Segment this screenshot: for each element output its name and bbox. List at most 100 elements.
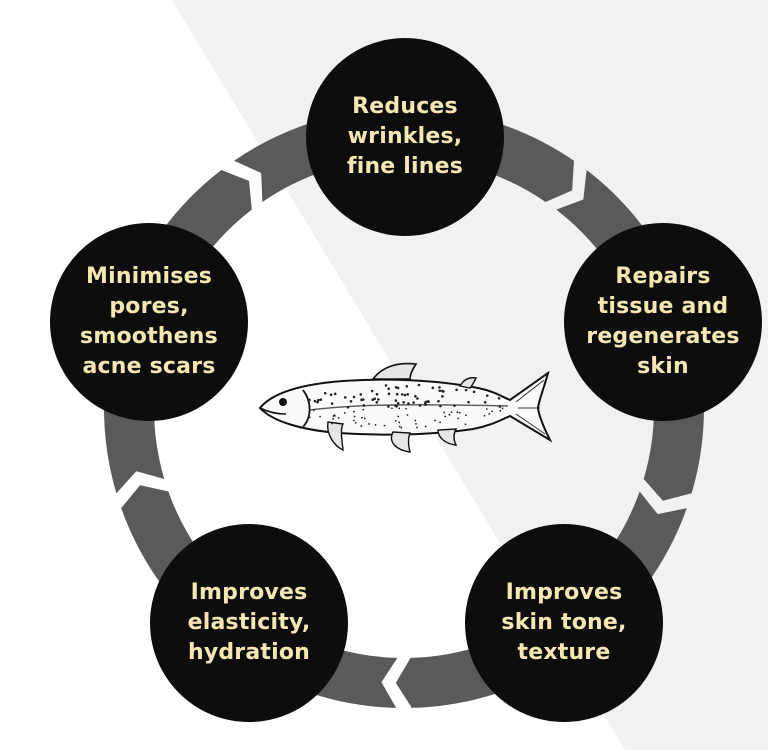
fish-spot [398,421,400,423]
fish-spot [405,408,407,410]
fish-spot [399,426,401,428]
fish-spot [398,407,400,409]
fish-spot [415,423,417,425]
fish-spot [330,393,333,396]
fish-spot [465,414,467,416]
fish-spot [395,399,398,402]
fish-spot [455,389,458,392]
fish-spot [467,401,470,404]
fish-spot [442,390,445,393]
fish-spot [373,397,376,400]
fish-spot [438,386,441,389]
fish-spot [424,403,427,406]
benefit-node-elasticity: Improves elasticity, hydration [150,524,348,722]
fish-spot [396,393,399,396]
fish-spot [353,411,355,413]
fish-spot [441,395,444,398]
fish-spot [484,415,486,417]
benefit-label-wrinkles: Reduces wrinkles, fine lines [347,92,463,182]
fish-spot [419,404,422,407]
fish-spot [395,386,398,389]
fish-spot [416,427,418,429]
fish-spot [313,410,315,412]
fish-spot [415,420,417,422]
fish-spot [353,420,355,422]
fish-spot [397,402,400,405]
fish-spot [395,420,397,422]
fish-spot [418,384,421,387]
fish-spot [360,425,362,427]
fish-spot [362,409,364,411]
fish-spot [407,414,409,416]
fish-spot [377,398,380,401]
fish-spot [407,402,410,405]
fish-spot [350,400,353,403]
fish-spot [402,401,405,404]
fish-spot [434,420,436,422]
fish-spot [453,404,456,407]
fish-spot [406,393,409,396]
fish-spot [465,389,468,392]
fish-spot [361,417,363,419]
benefit-label-pores: Minimises pores, smoothens acne scars [80,262,218,382]
fish-spot [388,393,391,396]
fish-spot [457,411,459,413]
fish-spot [363,404,366,407]
fish-spot [333,414,335,416]
fish-spot [314,400,317,403]
benefit-label-skin-tone: Improves skin tone, texture [501,578,626,668]
fish-spot [347,406,350,409]
benefit-node-pores: Minimises pores, smoothens acne scars [50,223,248,421]
fish-spot [439,421,441,423]
fish-spot [371,390,374,393]
fish-spot [360,393,363,396]
fish-spot [439,405,442,408]
fish-spot [443,412,445,414]
fish-spot [416,397,419,400]
fish-spot [449,414,451,416]
fish-spot [338,417,340,419]
fish-spot [368,423,370,425]
fish-spot [401,393,404,396]
fish-spot [473,391,476,394]
fish-spot [400,427,402,429]
fish-spot [308,399,311,402]
fish-spot [404,394,407,397]
fish-spot [309,416,311,418]
fish-spot [484,401,487,404]
fish-spot [334,393,337,396]
fish-spot [375,424,377,426]
fish-spot [444,416,446,418]
benefit-node-wrinkles: Reduces wrinkles, fine lines [306,38,504,236]
fish-spot [387,387,390,390]
fish-spot [425,426,427,428]
fish-spot [488,413,490,415]
fish-spot [355,422,357,424]
fish-spot [344,412,346,414]
fish-spot [394,405,397,408]
fish-spot [427,400,430,403]
fish-spot [332,418,334,420]
fish-spot [376,393,379,396]
fish-spot [331,402,334,405]
fish-spot [499,410,501,412]
fish-spot [437,400,440,403]
fish-spot [320,398,323,401]
fish-spot [465,423,467,425]
fish-spot [317,399,320,402]
fish-spot [397,416,399,418]
benefit-label-elasticity: Improves elasticity, hydration [188,578,311,668]
fish-spot [387,405,390,408]
fish-spot [491,410,493,412]
fish-spot [486,408,488,410]
benefit-label-repairs-tissue: Repairs tissue and regenerates skin [586,262,739,382]
fish-spot [412,401,415,404]
fish-spot [459,412,461,414]
fish-spot [450,411,452,413]
benefit-node-skin-tone: Improves skin tone, texture [465,524,663,722]
fish-spot [502,408,504,410]
fish-spot [344,396,347,399]
fish-spot [432,386,435,389]
fish-spot [376,401,379,404]
